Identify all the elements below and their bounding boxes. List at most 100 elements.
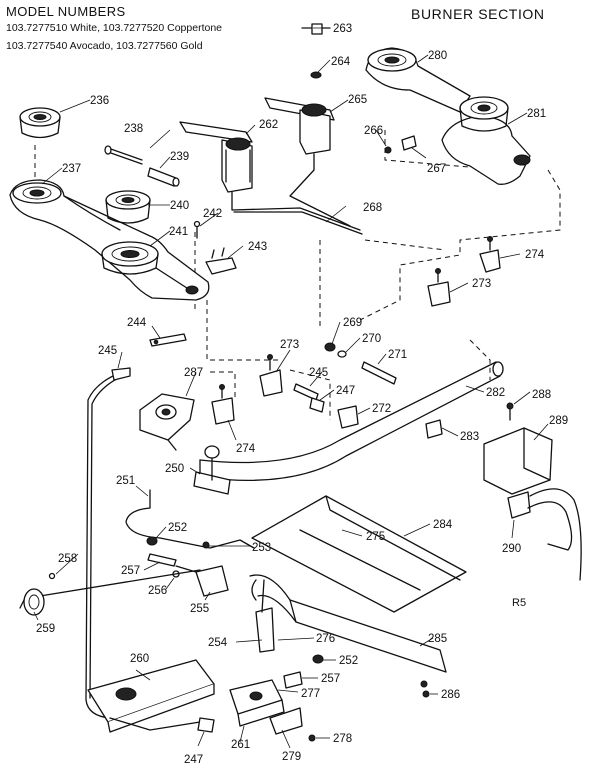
orifice-263 <box>301 23 331 35</box>
screw-242 <box>193 220 201 239</box>
part-label: 268 <box>363 202 382 214</box>
part-label: 239 <box>170 151 189 163</box>
screw-288 <box>506 402 514 421</box>
part-label: 245 <box>98 345 117 357</box>
part-label: 237 <box>62 163 81 175</box>
part-label: 236 <box>90 95 109 107</box>
part-label: 244 <box>127 317 147 329</box>
bracket-257-left <box>147 553 177 567</box>
part-label: 279 <box>282 751 301 763</box>
part-label: 250 <box>165 463 184 475</box>
screw-258 <box>48 572 56 580</box>
part-labels: 263 264 265 262 238 239 240 241 242 243 … <box>36 23 568 766</box>
part-label: 240 <box>170 200 189 212</box>
part-label: 273 <box>280 339 299 351</box>
oven-burner-284 <box>251 495 467 613</box>
valve-273-lower <box>259 354 283 397</box>
valve-273-upper <box>427 268 451 307</box>
part-label: 274 <box>525 249 545 261</box>
part-label: 275 <box>366 531 385 543</box>
clip-267 <box>401 135 417 151</box>
part-label: 247 <box>184 754 203 766</box>
valve-274-upper <box>479 236 501 273</box>
pilot-assembly-255 <box>175 565 229 597</box>
fitting-269 <box>324 342 336 352</box>
part-label: 262 <box>259 119 278 131</box>
part-label: 258 <box>58 553 77 565</box>
part-label: 289 <box>549 415 568 427</box>
screw-278 <box>308 734 316 742</box>
oven-burner-tube-285 <box>249 574 447 688</box>
part-label: 256 <box>148 585 167 597</box>
diagram-code: R5 <box>512 597 527 609</box>
part-label: 283 <box>460 431 479 443</box>
part-label: 270 <box>362 333 381 345</box>
burner-280 <box>365 47 471 113</box>
bracket-289 <box>483 427 553 495</box>
part-label: 238 <box>124 123 143 135</box>
thermostat-290 <box>507 488 582 581</box>
part-label: 272 <box>372 403 391 415</box>
bracket-283 <box>425 419 443 439</box>
bracket-244 <box>149 333 187 347</box>
screw-286 <box>422 690 430 698</box>
part-label: 247 <box>336 385 355 397</box>
part-label: 271 <box>388 349 407 361</box>
part-label: 254 <box>208 637 228 649</box>
part-label: 282 <box>486 387 505 399</box>
part-label: 260 <box>130 653 149 665</box>
part-label: 255 <box>190 603 209 615</box>
top-burner-valve-265 <box>264 97 351 227</box>
fitting-252-upper <box>146 536 158 546</box>
part-label: 285 <box>428 633 447 645</box>
model-numbers-line-1: 103.7277510 White, 103.7277520 Copperton… <box>6 22 223 34</box>
part-label: 266 <box>364 125 383 137</box>
part-label: 287 <box>184 367 203 379</box>
orifice-245-mid <box>293 383 319 401</box>
burner-cap-240 <box>105 190 151 224</box>
clip-243 <box>205 247 237 275</box>
air-shutter-239 <box>147 167 180 187</box>
burner-281 <box>441 96 531 185</box>
model-numbers-line-2: 103.7277540 Avocado, 103.7277560 Gold <box>6 40 203 52</box>
part-label: 257 <box>321 673 340 685</box>
gas-line-245-long <box>85 367 131 719</box>
part-label: 269 <box>343 317 362 329</box>
fitting-247-bottom <box>109 717 215 733</box>
fitting-270 <box>337 350 347 358</box>
part-label: 284 <box>433 519 453 531</box>
air-shutter-pin-238 <box>104 145 143 165</box>
part-label: 281 <box>527 108 546 120</box>
assembly-guide-lines <box>34 130 561 420</box>
regulator-287 <box>139 393 195 451</box>
fitting-272 <box>337 405 359 429</box>
part-label: 243 <box>248 241 267 253</box>
part-label: 286 <box>441 689 460 701</box>
model-numbers-title: MODEL NUMBERS <box>6 4 126 19</box>
part-label: 241 <box>169 226 188 238</box>
section-title: BURNER SECTION <box>411 6 545 22</box>
pilot-line-to-ring <box>39 569 201 597</box>
bracket-279 <box>269 707 303 735</box>
fitting-247-mid <box>309 397 325 413</box>
washer-264 <box>310 71 322 79</box>
part-label: 274 <box>236 443 256 455</box>
burner-ring-259 <box>19 588 45 616</box>
part-label: 280 <box>428 50 447 62</box>
part-label: 253 <box>252 542 271 554</box>
part-label: 263 <box>333 23 352 35</box>
safety-valve-254 <box>251 579 275 653</box>
valve-274-lower <box>211 384 235 425</box>
bracket-257-right <box>283 671 303 689</box>
burner-base-241 <box>101 241 199 295</box>
part-label: 257 <box>121 565 140 577</box>
pilot-tube-251 <box>125 489 255 549</box>
safety-valve-body-261 <box>229 679 285 727</box>
part-label: 267 <box>427 163 446 175</box>
orifice-271 <box>361 361 397 385</box>
part-label: 290 <box>502 543 521 555</box>
part-label: 252 <box>168 522 187 534</box>
part-label: 264 <box>331 56 351 68</box>
